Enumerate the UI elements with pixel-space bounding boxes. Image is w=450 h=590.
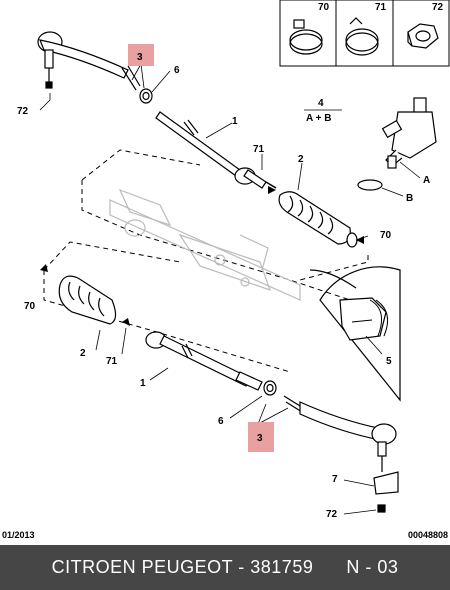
- upper-washer-6: [139, 88, 153, 104]
- arrowheads: [40, 186, 364, 326]
- callout-3-highlight-upper: [128, 44, 154, 66]
- callout-3-upper: 3: [137, 52, 143, 63]
- callout-2-upper: 2: [298, 154, 304, 165]
- callout-2-lower: 2: [80, 348, 86, 359]
- hose-clamp-icon: [289, 19, 323, 55]
- footer-page: N - 03: [346, 557, 399, 577]
- footer-bar: CITROEN PEUGEOT - 381759 N - 03: [0, 545, 450, 590]
- callout-a: A: [423, 175, 430, 186]
- legend-box: 70 71 72: [279, 0, 450, 67]
- steering-rack-diagram: 70 71 72: [17, 0, 450, 520]
- upper-clamp-70: [346, 232, 358, 248]
- leader-lines: [39, 63, 421, 515]
- upper-inner-tie-rod: [155, 111, 267, 189]
- callout-70-lower: 70: [24, 301, 36, 312]
- upper-boot: [278, 191, 351, 245]
- callout-3-highlight-lower: [248, 422, 274, 452]
- callout-3-lower: 3: [257, 433, 263, 444]
- date-label: 01/2013: [2, 530, 35, 540]
- ring-clamp-icon: [345, 17, 379, 56]
- callout-5: 5: [386, 356, 392, 367]
- callout-1-lower: 1: [140, 378, 146, 389]
- lower-tie-rod-end: [299, 401, 399, 513]
- callout-6-lower: 6: [218, 416, 224, 427]
- callout-a-plus-b: A + B: [306, 113, 331, 124]
- rack-dashed-outline: [43, 149, 369, 373]
- lower-washer-6: [263, 380, 277, 396]
- hex-nut-icon: [407, 23, 439, 49]
- lower-inner-tie-rod: [145, 331, 263, 391]
- legend-71-label: 71: [375, 2, 387, 13]
- callout-7: 7: [332, 474, 338, 485]
- rack-housing: [109, 188, 301, 301]
- lower-thread: [283, 395, 303, 413]
- upper-rod-thread: [265, 181, 277, 189]
- callout-1-upper: 1: [232, 116, 238, 127]
- footer-text: CITROEN PEUGEOT - 381759: [51, 557, 314, 577]
- callout-6-upper: 6: [174, 65, 180, 76]
- pinion-valve-assembly: [381, 97, 437, 169]
- callout-71-upper: 71: [253, 144, 265, 155]
- callout-b: B: [406, 193, 413, 204]
- seal-part-5: [309, 266, 401, 402]
- o-ring-b: [357, 179, 383, 191]
- callout-4: 4: [318, 98, 324, 109]
- upper-tie-rod-end: [37, 31, 129, 89]
- legend-72-label: 72: [432, 2, 444, 13]
- callout-71-lower: 71: [106, 356, 118, 367]
- callout-72-lower: 72: [326, 509, 338, 520]
- document-number: 00048808: [407, 530, 448, 540]
- legend-70-label: 70: [318, 2, 330, 13]
- lower-boot: [58, 275, 117, 325]
- callout-72-upper: 72: [17, 106, 29, 117]
- callout-70-upper: 70: [380, 230, 392, 241]
